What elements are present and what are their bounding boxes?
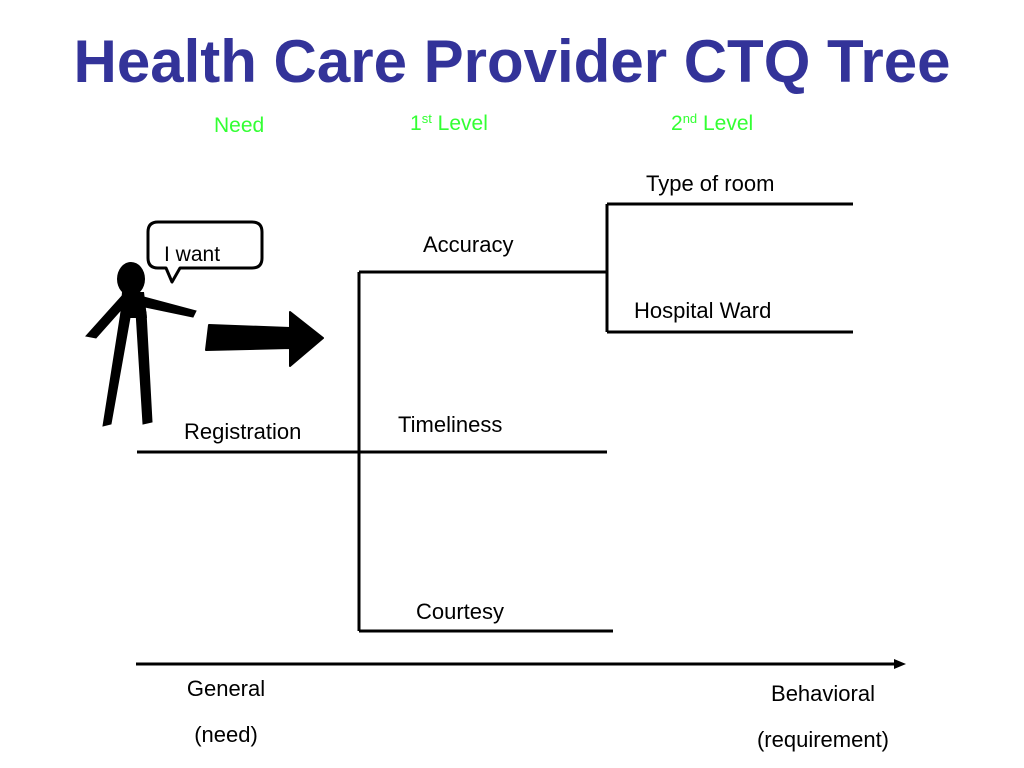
level-header-first-number: 1 [410, 112, 422, 135]
level-header-second-word: Level [703, 112, 754, 135]
axis-right-line2: (requirement) [756, 727, 890, 752]
level2-label-type-of-room: Type of room [646, 171, 775, 196]
level-header-second: 2nd Level [671, 112, 753, 136]
level-header-need-label: Need [214, 114, 265, 137]
level1-label-courtesy: Courtesy [416, 599, 505, 624]
level-header-first: 1st Level [410, 112, 488, 136]
need-label-registration: Registration [184, 419, 302, 444]
speech-bubble-text: I want [164, 243, 221, 266]
level1-label-timeliness: Timeliness [398, 412, 503, 437]
page-title: Health Care Provider CTQ Tree [73, 28, 951, 95]
general-to-behavioral-axis [136, 659, 906, 669]
axis-right-label: Behavioral (requirement) [738, 681, 908, 753]
level-header-first-suffix: st [421, 111, 432, 126]
speech-bubble-icon [146, 220, 264, 284]
tree-lines [137, 202, 853, 633]
level-header-second-number: 2 [671, 112, 683, 135]
level2-label-hospital-ward: Hospital Ward [634, 298, 772, 323]
level-header-second-suffix: nd [682, 111, 698, 126]
level-header-first-word: Level [437, 112, 488, 135]
level-header-need: Need [214, 114, 264, 138]
axis-left-line2: (need) [194, 722, 258, 747]
level1-label-accuracy: Accuracy [423, 232, 514, 257]
axis-left-label: General (need) [166, 676, 286, 748]
right-arrow-icon [205, 311, 324, 367]
axis-right-line1: Behavioral [771, 681, 875, 706]
axis-left-line1: General [186, 676, 266, 701]
stick-figure-icon [85, 262, 197, 427]
